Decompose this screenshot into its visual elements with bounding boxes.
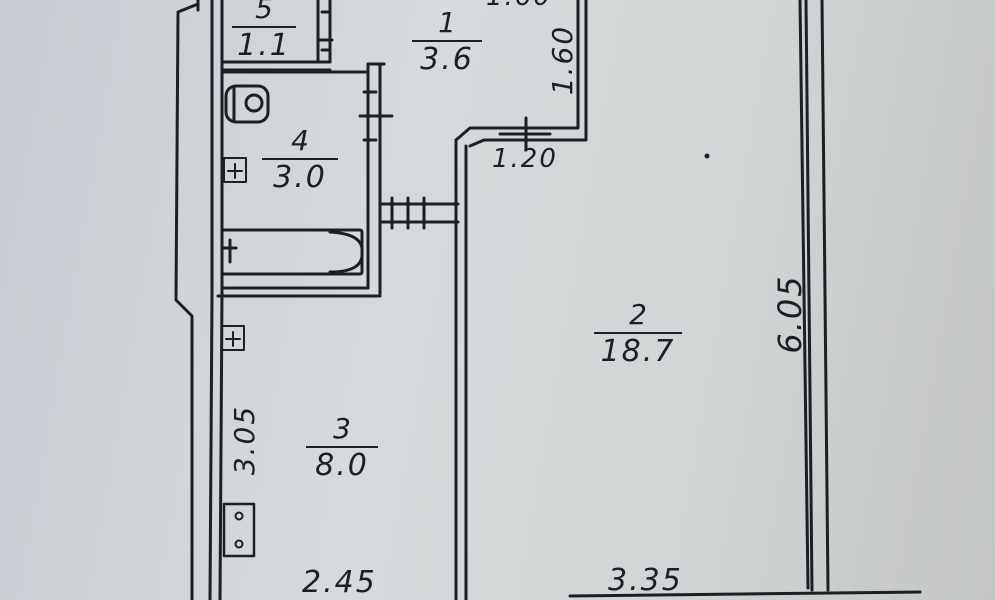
kitchen-sink	[221, 325, 245, 351]
partition-step-door	[498, 116, 552, 152]
partition-step	[454, 0, 580, 142]
room-3-area: 8.0	[315, 448, 369, 483]
room4-door-marks	[358, 90, 394, 142]
room-4-area: 3.0	[273, 160, 327, 195]
toilet	[224, 84, 270, 124]
room-4-number: 4	[262, 126, 338, 160]
room-2-area: 18.7	[600, 334, 676, 369]
kitchen-sink-plus	[225, 331, 241, 347]
dimension-room2-width: 3.35	[608, 563, 683, 598]
toilet-bowl	[244, 93, 264, 113]
stove-burner-2	[234, 539, 244, 549]
room-5-area: 1.1	[237, 28, 291, 63]
corridor-door-marks	[390, 196, 426, 230]
bathroom-sink-plus	[227, 163, 243, 179]
dimension-corridor-vertical: 1.60	[546, 24, 579, 96]
bottom-wall	[568, 590, 922, 598]
partition-step-inner	[468, 0, 588, 148]
dimension-room3-height: 3.05	[228, 404, 261, 476]
dimension-dot	[704, 153, 710, 159]
kitchen-stove	[222, 502, 256, 558]
room-1-label: 1 3.6	[412, 8, 482, 78]
dimension-corridor-step: 1.20	[492, 144, 558, 174]
dimension-room3-width: 2.45	[302, 565, 377, 600]
room-3-number: 3	[306, 414, 378, 448]
right-wall-outer	[804, 0, 814, 592]
left-wall-outer	[208, 0, 214, 600]
dimension-top-edge: 1.60	[486, 0, 552, 10]
bathtub-curve	[328, 230, 364, 274]
room-5-label: 5 1.1	[232, 0, 296, 64]
right-wall-inner	[820, 0, 830, 592]
room5-door-marks	[318, 10, 334, 52]
right-wall-inner-2	[798, 0, 810, 590]
room-5-number: 5	[232, 0, 296, 28]
left-wall-inner	[218, 0, 224, 600]
bathtub-tap	[222, 238, 238, 264]
room-2-number: 2	[594, 300, 682, 334]
bathroom-sink	[223, 157, 247, 183]
dimension-room2-height: 6.05	[771, 274, 809, 354]
room-1-area: 3.6	[420, 42, 474, 77]
room-4-label: 4 3.0	[262, 126, 338, 196]
room-1-number: 1	[412, 8, 482, 42]
room4-wall-top	[220, 62, 386, 74]
bathtub	[220, 228, 364, 276]
stove-burner-1	[234, 511, 244, 521]
outer-wall-left-bracket	[174, 2, 200, 600]
room-2-label: 2 18.7	[594, 300, 682, 370]
room-3-label: 3 8.0	[306, 414, 378, 484]
